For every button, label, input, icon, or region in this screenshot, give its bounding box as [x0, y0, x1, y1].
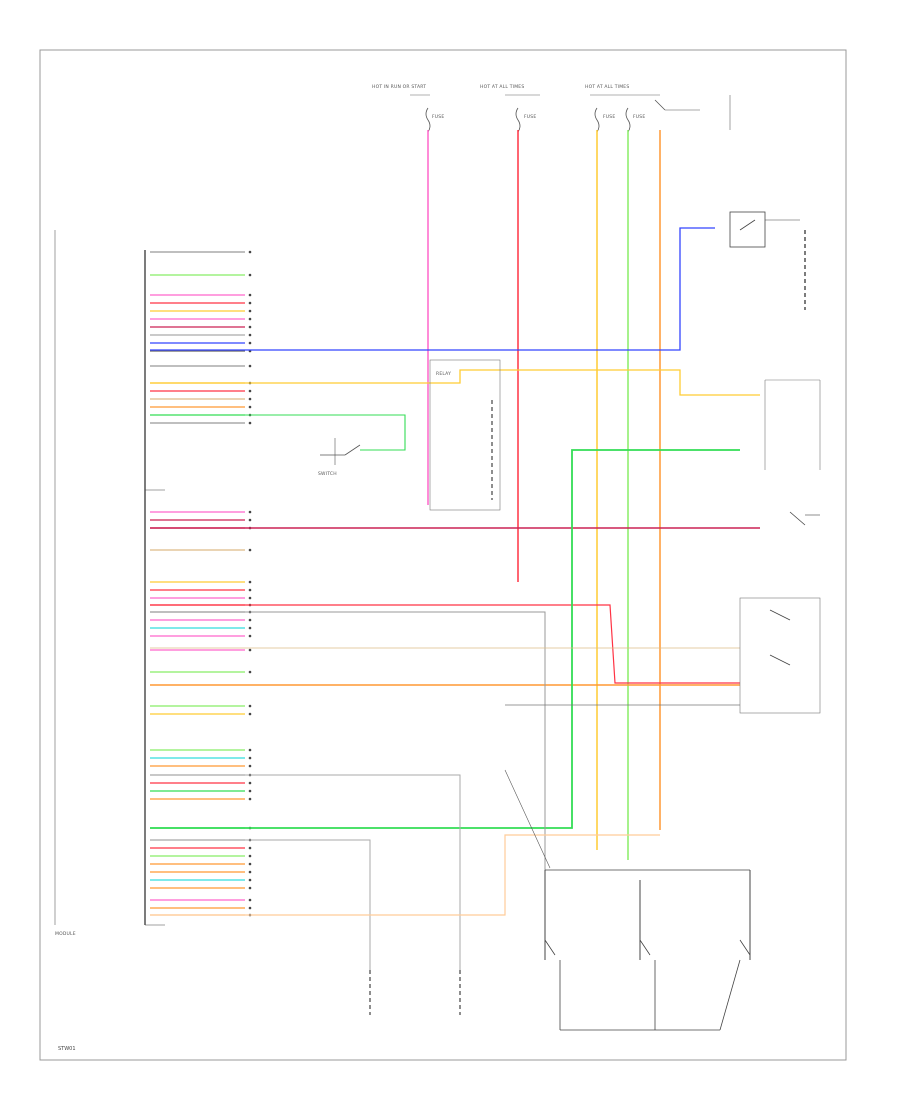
fuse-c — [594, 107, 600, 133]
connector-pin — [248, 781, 252, 785]
connector-pin — [248, 862, 252, 866]
fuse-b — [515, 107, 521, 133]
diagram-frame — [39, 49, 847, 1061]
connector-pin — [248, 712, 252, 716]
right-component-mid — [764, 379, 821, 470]
wire-gray3-horizontal — [150, 839, 371, 970]
wire-orange2-horizontal — [150, 834, 660, 916]
connector-pin — [248, 301, 252, 305]
fuse-label-d: FUSE — [633, 114, 645, 120]
connector-pin — [248, 273, 252, 277]
connector-pin — [248, 906, 252, 910]
top-right-switch — [654, 95, 731, 130]
wire-green2-horizontal — [150, 449, 740, 829]
center-switch: SWITCH — [318, 438, 361, 477]
connector-pin — [248, 364, 252, 368]
connector-pin — [248, 854, 252, 858]
connector-pin — [248, 789, 252, 793]
center-relay: RELAY — [429, 359, 501, 511]
connector-pin — [248, 670, 252, 674]
connector-pin — [248, 389, 252, 393]
connector-pin — [248, 634, 252, 638]
connector-pin — [248, 618, 252, 622]
connector-pin — [248, 898, 252, 902]
fuse-a — [425, 107, 431, 133]
connector-pin — [248, 870, 252, 874]
connector-pin — [248, 704, 252, 708]
connector-pin — [248, 797, 252, 801]
connector-pin — [248, 596, 252, 600]
connector-pin — [248, 580, 252, 584]
connector-pin — [248, 748, 252, 752]
wire-gray-horizontal — [150, 611, 546, 920]
connector-pin — [248, 341, 252, 345]
connector-pin — [248, 333, 252, 337]
feed-label-3: HOT AT ALL TIMES — [585, 84, 629, 90]
fuse-group: FUSE FUSE FUSE FUSE — [425, 107, 645, 133]
connector-pin — [248, 397, 252, 401]
wire-gray2-horizontal — [150, 774, 461, 970]
fuse-d — [625, 107, 631, 133]
wire-yellow-horizontal — [150, 369, 760, 396]
bottom-switch-group — [544, 869, 751, 1031]
bottom-gray-diag — [504, 769, 551, 869]
fuse-label-b: FUSE — [524, 114, 536, 120]
feed-label-1: HOT IN RUN OR START — [372, 84, 426, 90]
right-switch-1 — [789, 511, 820, 526]
connector-pin — [248, 405, 252, 409]
right-component-top — [729, 211, 806, 310]
connector-pin — [248, 325, 252, 329]
wire-green-horizontal — [150, 414, 406, 451]
connector-pin — [248, 421, 252, 425]
connector-pin — [248, 309, 252, 313]
connector-pin — [248, 510, 252, 514]
connector-pin — [248, 588, 252, 592]
connector-pin — [248, 878, 252, 882]
relay-label: RELAY — [436, 371, 451, 377]
connector-pin — [248, 764, 252, 768]
connector-pin — [248, 293, 252, 297]
connector-pin — [248, 886, 252, 890]
connector-pin — [248, 317, 252, 321]
connector-pin — [248, 846, 252, 850]
right-component-bottom — [739, 597, 821, 714]
connector-pin — [248, 518, 252, 522]
connector-pin — [248, 250, 252, 254]
connector-pin — [248, 626, 252, 630]
left-module: MODULE — [54, 230, 165, 937]
fuse-label-c: FUSE — [603, 114, 615, 120]
page-code: STW01 — [58, 1046, 76, 1052]
fuse-label-a: FUSE — [432, 114, 444, 120]
center-switch-label: SWITCH — [318, 471, 337, 477]
module-label: MODULE — [55, 931, 76, 937]
feed-label-2: HOT AT ALL TIMES — [480, 84, 524, 90]
connector-pin — [248, 648, 252, 652]
connector-pin — [248, 756, 252, 760]
connector-pin — [248, 548, 252, 552]
wire-red2-horizontal — [150, 604, 740, 684]
wire-blue-horizontal — [150, 227, 715, 351]
